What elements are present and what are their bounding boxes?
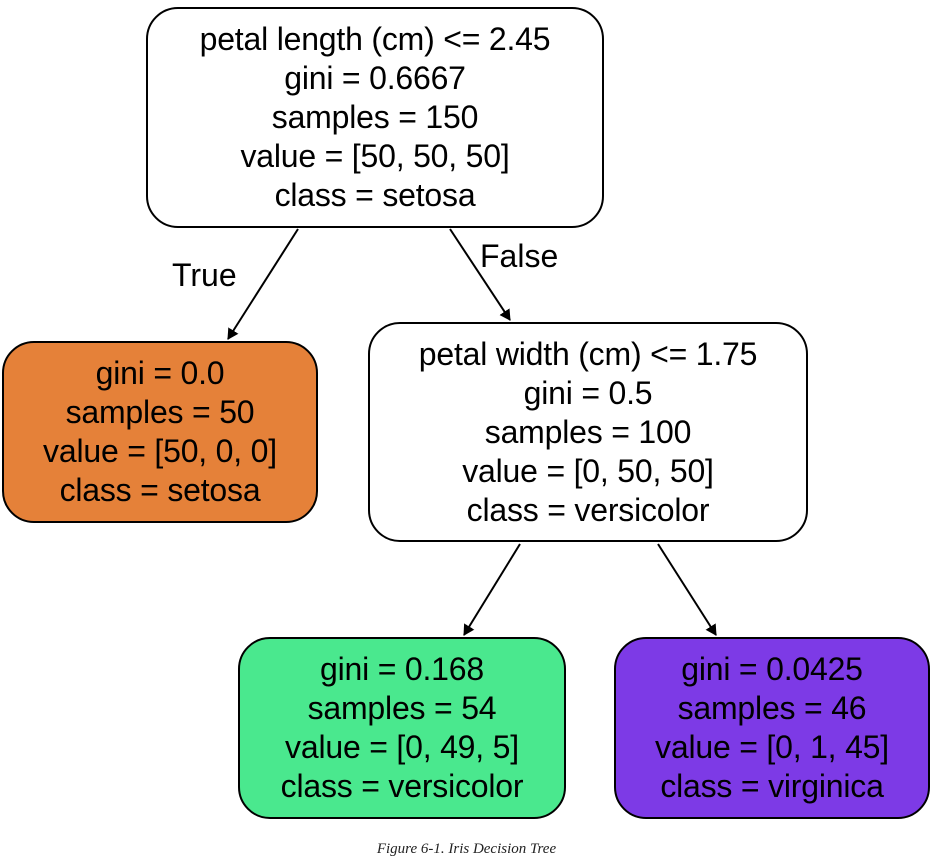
node-line: gini = 0.0425 [681,651,863,687]
node-line: class = setosa [59,472,261,508]
edge-label-true: True [172,257,237,293]
node-line: class = setosa [274,177,476,213]
node-line: value = [50, 0, 0] [43,433,277,469]
edge-root-to-petal-width [449,228,511,321]
node-line: petal length (cm) <= 2.45 [199,21,551,57]
node-line: samples = 50 [65,394,255,430]
node-line: class = versicolor [280,768,524,804]
tree-node-root: petal length (cm) <= 2.45 gini = 0.6667 … [146,7,604,228]
node-line: value = [0, 1, 45] [655,729,889,765]
node-line: gini = 0.5 [523,374,653,411]
node-line: gini = 0.168 [320,651,484,687]
node-line: gini = 0.0 [95,355,225,391]
tree-node-petal-width: petal width (cm) <= 1.75 gini = 0.5 samp… [368,322,808,542]
node-line: samples = 100 [484,413,692,450]
node-line: value = [0, 49, 5] [285,729,519,765]
node-line: samples = 46 [677,690,867,726]
edge-root-to-setosa-leaf [227,228,299,340]
node-line: value = [50, 50, 50] [240,138,510,174]
node-line: samples = 54 [307,690,497,726]
node-line: petal width (cm) <= 1.75 [418,335,758,372]
figure-caption: Figure 6-1. Iris Decision Tree [376,841,557,857]
edge-petal-width-to-virginica-leaf [657,543,717,636]
edge-petal-width-to-versicolor-leaf [463,543,521,636]
node-line: gini = 0.6667 [284,60,466,96]
tree-node-setosa-leaf: gini = 0.0 samples = 50 value = [50, 0, … [2,341,318,523]
node-line: value = [0, 50, 50] [462,452,714,489]
edge-label-false: False [480,238,559,274]
tree-node-virginica-leaf: gini = 0.0425 samples = 46 value = [0, 1… [614,637,930,819]
node-line: class = virginica [660,768,884,804]
node-line: class = versicolor [466,491,710,528]
tree-node-versicolor-leaf: gini = 0.168 samples = 54 value = [0, 49… [238,637,566,819]
node-line: samples = 150 [271,99,479,135]
